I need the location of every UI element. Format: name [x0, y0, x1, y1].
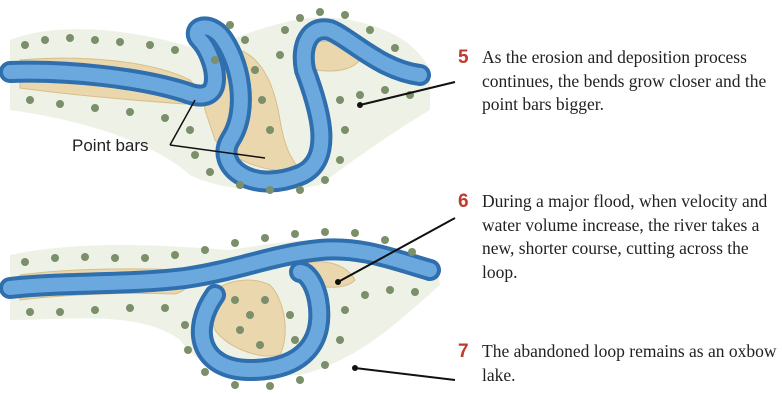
point-bars-label: Point bars — [72, 136, 149, 156]
step-text: As the erosion and deposition process co… — [482, 46, 778, 117]
meander-stage-5 — [10, 8, 455, 194]
step-5-caption: 5 As the erosion and deposition process … — [458, 46, 778, 117]
meander-stage-6 — [10, 218, 455, 390]
step-text: During a major flood, when velocity and … — [482, 190, 778, 284]
step-text: The abandoned loop remains as an oxbow l… — [482, 340, 778, 387]
step-number: 6 — [458, 190, 482, 214]
step-number: 5 — [458, 46, 482, 70]
step-6-caption: 6 During a major flood, when velocity an… — [458, 190, 778, 284]
step-7-leader — [355, 368, 455, 380]
step-7-caption: 7 The abandoned loop remains as an oxbow… — [458, 340, 778, 387]
step-number: 7 — [458, 340, 482, 364]
